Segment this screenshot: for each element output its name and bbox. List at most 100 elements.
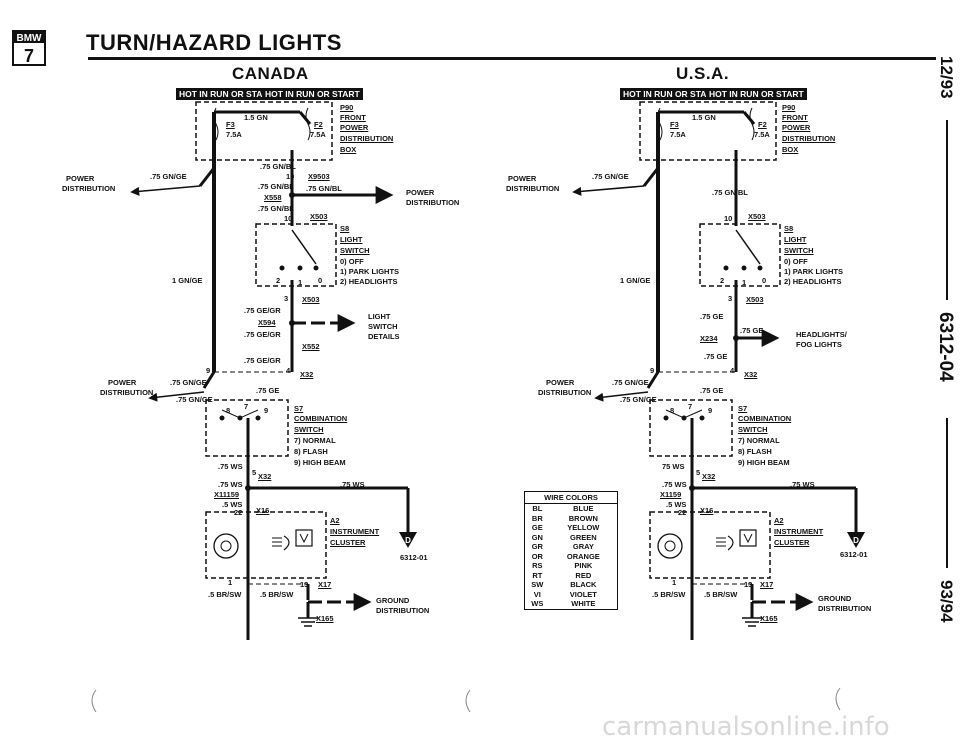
usa-x32: X32: [744, 370, 758, 379]
canada-gnbl-4: .75 GN/BL: [258, 204, 294, 213]
usa-s8-line2: SWITCH: [784, 246, 814, 255]
bmw-logo-icon: BMW 7: [12, 30, 46, 66]
canada-pin2: 2: [276, 276, 281, 285]
usa-x17: X17: [760, 580, 774, 589]
canada-a2-line2: CLUSTER: [330, 538, 366, 547]
usa-pin1b: 1: [672, 578, 677, 587]
canada-light-switch-2: SWITCH: [368, 322, 398, 331]
canada-d-label: D: [405, 536, 411, 545]
canada-f3: F3: [226, 120, 235, 129]
wire-color-color: BLUE: [573, 504, 594, 513]
canada-s7-line4: 8) FLASH: [294, 447, 328, 456]
canada-s8-line4: 1) PARK LIGHTS: [340, 267, 400, 276]
canada-p90-line4: BOX: [340, 145, 357, 154]
canada-p90-line3: DISTRIBUTION: [340, 134, 394, 143]
usa-ge-1: .75 GE: [700, 312, 724, 321]
canada-pin4: 4: [286, 366, 291, 375]
canada-pin13: 13: [300, 580, 309, 589]
canada-gnge-2: .75 GN/GE: [170, 378, 207, 387]
usa-pin22: 22: [678, 508, 687, 517]
canada-title: CANADA: [232, 64, 309, 83]
canada-f2-amp: 7.5A: [310, 130, 326, 139]
usa-x32b: X32: [702, 472, 716, 481]
usa-ws-2: .75 WS: [662, 480, 687, 489]
wire-color-row: VI VIOLET: [525, 590, 617, 600]
usa-a2-code: A2: [774, 516, 784, 525]
usa-ws-1: 75 WS: [662, 462, 685, 471]
logo-number: 7: [24, 46, 34, 66]
canada-s8-code: S8: [340, 224, 350, 233]
usa-p90-line2: POWER: [782, 123, 811, 132]
canada-power-right-1: POWER: [406, 188, 435, 197]
canada-gegr-3: .75 GE/GR: [244, 356, 281, 365]
usa-a2-line1: INSTRUMENT: [774, 527, 824, 536]
wire-color-code: GN: [531, 532, 543, 542]
usa-f3: F3: [670, 120, 679, 129]
side-rule-2: [946, 418, 948, 568]
usa-s7-line3: 7) NORMAL: [738, 436, 780, 445]
canada-power-mid-2: DISTRIBUTION: [100, 388, 154, 397]
usa-s8-line3: 0) OFF: [784, 257, 808, 266]
canada-x9503: X9503: [308, 172, 330, 181]
usa-a2-line2: CLUSTER: [774, 538, 810, 547]
canada-power-mid-1: POWER: [108, 378, 137, 387]
usa-p90-code: P90: [782, 103, 796, 112]
usa-s8-line5: 2) HEADLIGHTS: [784, 277, 842, 286]
canada-s8-line2: SWITCH: [340, 246, 370, 255]
wire-color-color: YELLOW: [567, 523, 600, 532]
canada-x503-bottom: X503: [302, 295, 320, 304]
usa-x503-bottom: X503: [746, 295, 764, 304]
usa-gnge-2: .75 GN/GE: [612, 378, 649, 387]
wire-color-color: BLACK: [570, 580, 597, 589]
canada-ground-1: GROUND: [376, 596, 410, 605]
usa-pin0: 0: [762, 276, 767, 285]
canada-s8-line5: 2) HEADLIGHTS: [340, 277, 398, 286]
canada-x558: X558: [264, 193, 282, 202]
canada-ground-2: DISTRIBUTION: [376, 606, 430, 615]
wire-color-code: WS: [531, 599, 544, 608]
canada-a2-code: A2: [330, 516, 340, 525]
usa-pin9: 9: [650, 366, 655, 375]
usa-s7-line2: SWITCH: [738, 425, 768, 434]
wire-color-code: RS: [532, 561, 543, 570]
canada-gnbl-3: .75 GN/BL: [306, 184, 342, 193]
wire-color-color: ORANGE: [566, 551, 600, 561]
usa-pin3: 3: [728, 294, 733, 303]
usa-f2-amp: 7.5A: [754, 130, 770, 139]
usa-s7-line5: 9) HIGH BEAM: [738, 458, 790, 467]
side-date: 12/93: [937, 56, 956, 99]
canada-pin8: 8: [226, 406, 231, 415]
usa-badge-2: HOT IN RUN OR START: [706, 88, 807, 100]
usa-x16: X16: [700, 506, 714, 515]
usa-power-mid-2: DISTRIBUTION: [538, 388, 592, 397]
usa-s8-line1: LIGHT: [784, 235, 807, 244]
canada-s8-line3: 0) OFF: [340, 257, 364, 266]
canada-brsw-1: .5 BR/SW: [208, 590, 242, 599]
canada-gegr-2: .75 GE/GR: [244, 330, 281, 339]
usa-ws-3: .5 WS: [666, 500, 687, 509]
watermark: carmanualsonline.info: [602, 712, 890, 742]
canada-x32: X32: [300, 370, 314, 379]
canada-gnbl-2: .75 GN/BL: [258, 182, 294, 191]
canada-power-left-2: DISTRIBUTION: [62, 184, 116, 193]
usa-p90-line1: FRONT: [782, 113, 808, 122]
canada-s7-code: S7: [294, 404, 304, 413]
usa-power-mid-1: POWER: [546, 378, 575, 387]
wire-color-code: VI: [533, 589, 541, 599]
canada-x17: X17: [318, 580, 332, 589]
canada-power-right-2: DISTRIBUTION: [406, 198, 460, 207]
side-years: 93/94: [937, 580, 956, 623]
usa-pin9b: 9: [708, 406, 713, 415]
canada-x552: X552: [302, 342, 320, 351]
usa-ground-1: GROUND: [818, 594, 852, 603]
wire-color-color: VIOLET: [569, 589, 597, 599]
usa-diagram: [572, 101, 865, 640]
usa-f2: F2: [758, 120, 767, 129]
usa-p90-line4: BOX: [782, 145, 799, 154]
canada-gnge-3: .75 GN/GE: [176, 395, 213, 404]
